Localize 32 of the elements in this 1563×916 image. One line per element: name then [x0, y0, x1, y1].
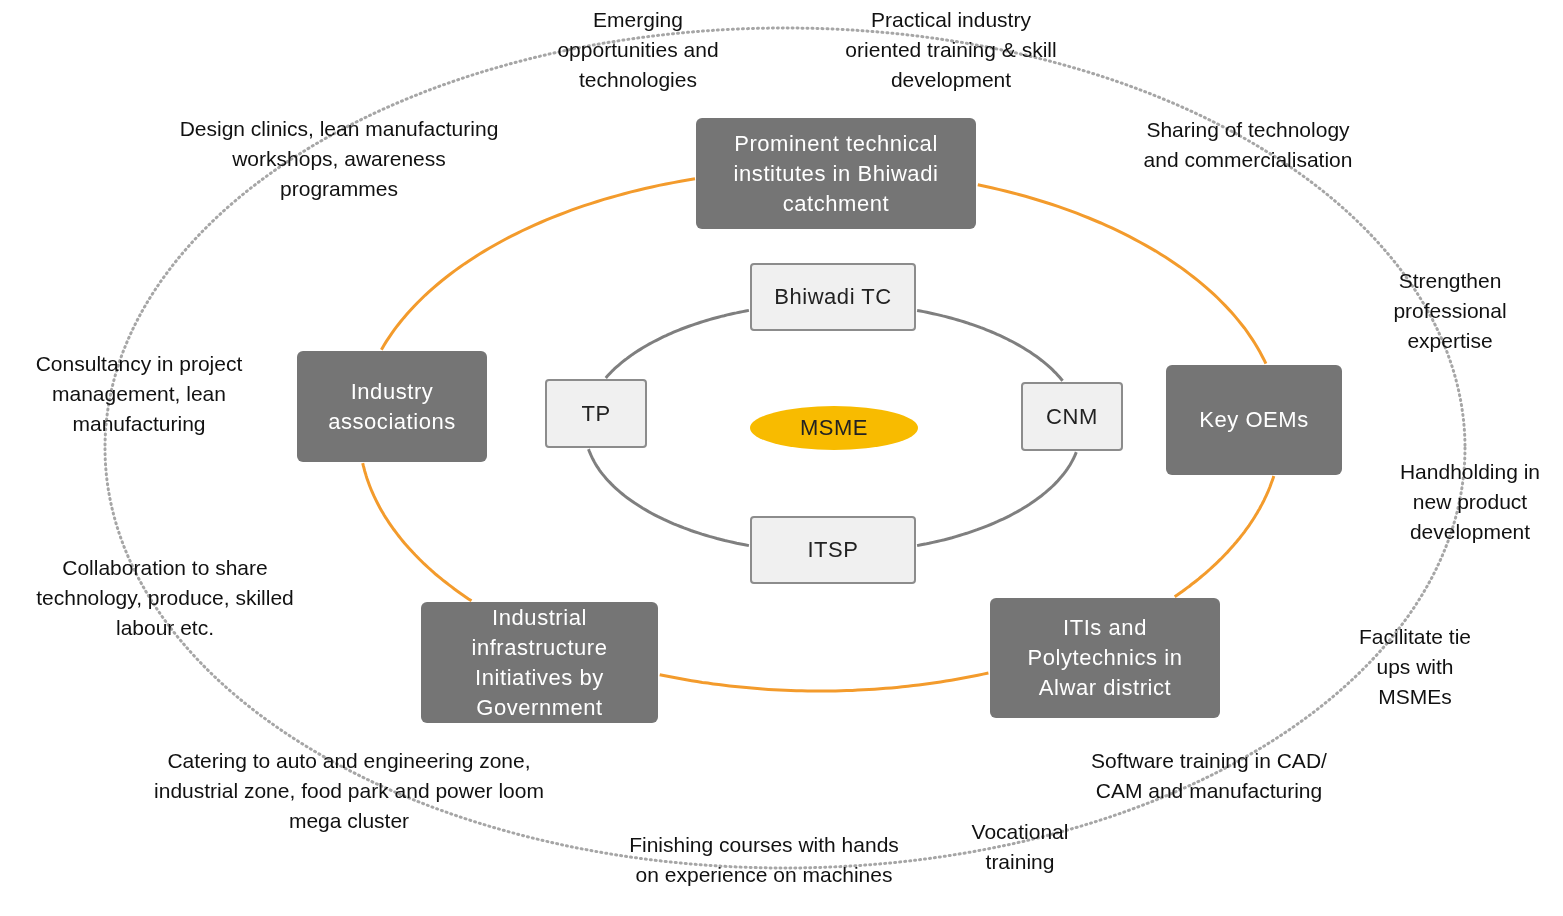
benefit-label: Facilitate tie ups with MSMEs — [1357, 624, 1472, 710]
benefit-label: Strengthen professional expertise — [1392, 268, 1508, 354]
stakeholder-box: ITIs and Polytechnics in Alwar district — [990, 598, 1220, 718]
stakeholder-box: Prominent technical institutes in Bhiwadi catchment — [696, 118, 976, 229]
partner-box: TP — [545, 379, 647, 448]
ring-connector — [916, 308, 1064, 382]
ring-connector — [604, 308, 750, 379]
benefit-label: Finishing courses with hands on experience on machines — [628, 832, 900, 888]
ring-connector — [380, 177, 696, 351]
ring-connector — [659, 671, 989, 693]
stakeholder-box: Industry associations — [297, 351, 487, 462]
ring-connector — [1173, 475, 1276, 598]
partner-box: Bhiwadi TC — [750, 263, 916, 331]
benefit-label: Practical industry oriented training & skill development — [844, 7, 1058, 93]
benefit-label: Handholding in new product development — [1398, 459, 1542, 545]
ring-connector — [361, 462, 473, 603]
ring-connector — [916, 451, 1078, 548]
ring-connector — [587, 448, 750, 548]
benefit-label: Vocational training — [970, 819, 1070, 875]
stakeholder-box: Key OEMs — [1166, 365, 1342, 475]
benefit-label: Software training in CAD/ CAM and manufacturing — [1090, 748, 1328, 804]
partner-box: CNM — [1021, 382, 1123, 451]
benefit-label: Catering to auto and engineering zone, industrial zone, food park and power loom mega cluster — [153, 748, 545, 834]
partner-box: ITSP — [750, 516, 916, 584]
benefit-label: Consultancy in project management, lean manufacturing — [34, 351, 244, 437]
benefit-label: Collaboration to share technology, produce, skilled labour etc. — [35, 555, 295, 641]
benefit-label: Emerging opportunities and technologies — [556, 7, 720, 93]
stakeholder-box: Industrial infrastructure Initiatives by Government — [421, 602, 658, 723]
benefit-label: Sharing of technology and commercialisation — [1142, 117, 1354, 173]
center-ellipse: MSME — [750, 406, 918, 450]
ring-connector — [977, 183, 1268, 365]
benefit-label: Design clinics, lean manufacturing workshops, awareness programmes — [178, 116, 500, 202]
